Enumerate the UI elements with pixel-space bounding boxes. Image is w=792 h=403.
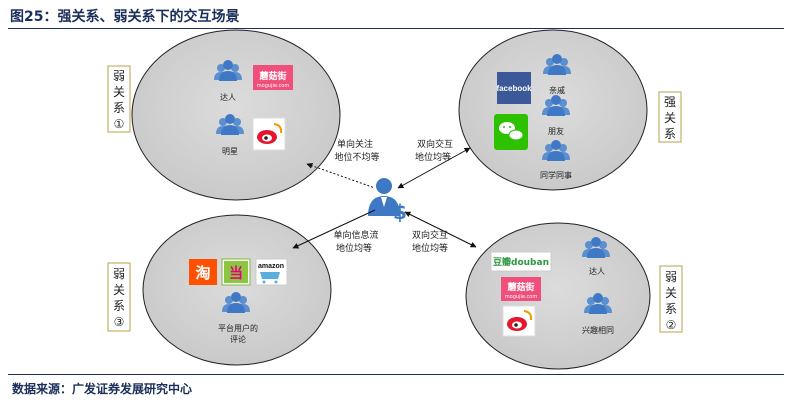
weak3-label-char: 弱 <box>113 267 125 281</box>
arrow-weak3 <box>292 209 376 249</box>
weak2-caption-daren: 达人 <box>589 266 605 276</box>
svg-text:amazon: amazon <box>258 263 284 270</box>
link-weak1-line2: 地位不均等 <box>334 151 379 163</box>
strong-label-char: 强 <box>664 95 676 109</box>
strong-caption-relatives: 亲戚 <box>549 85 565 95</box>
dangdang-logo: 当 <box>221 258 251 286</box>
link-weak3-line2: 地位均等 <box>336 242 372 254</box>
weak2-caption-interest: 兴趣相同 <box>582 325 614 335</box>
link-weak3-line1: 单向信息流 <box>333 229 378 241</box>
amazon-logo: amazon <box>255 258 288 286</box>
weak2-ellipse <box>465 222 651 370</box>
weak1-label-char: 关 <box>113 85 125 99</box>
weak3-caption-line2: 评论 <box>230 334 246 344</box>
figure-title: 图25：强关系、弱关系下的交互场景 <box>10 9 240 25</box>
weak2-label-box <box>659 265 683 333</box>
wechat-logo <box>494 114 528 150</box>
weibo-logo <box>252 117 286 151</box>
svg-text:mogujie.com: mogujie.com <box>505 294 538 300</box>
facebook-logo: facebook <box>496 72 532 104</box>
weak1-label-char: ① <box>114 117 125 131</box>
top-rule <box>8 28 784 29</box>
weak2-label-char: 弱 <box>665 270 677 284</box>
strong-caption-classmates: 同学同事 <box>540 170 572 180</box>
strong-label-box <box>658 91 682 143</box>
weak1-label-char: 弱 <box>113 69 125 83</box>
link-strong-line2: 地位均等 <box>415 151 451 163</box>
weak1-caption-daren: 达人 <box>220 92 236 102</box>
link-weak2-line1: 双向交互 <box>412 229 448 241</box>
svg-text:蘑菇街: 蘑菇街 <box>507 281 534 293</box>
taobao-logo: 淘 <box>189 259 217 285</box>
weak2-label-char: 关 <box>665 286 677 300</box>
mogujie-logo: 蘑菇街 mogujie.com <box>501 277 541 301</box>
weak1-caption-star: 明星 <box>222 147 238 156</box>
svg-text:蘑菇街: 蘑菇街 <box>259 70 286 82</box>
weak3-label-box <box>107 262 131 332</box>
strong-label-char: 关 <box>664 111 676 125</box>
weibo-logo <box>502 305 536 337</box>
arrow-weak2 <box>404 211 477 248</box>
figure-source: 数据来源：广发证券发展研究中心 <box>12 382 193 396</box>
weak3-ellipse <box>142 214 332 366</box>
svg-text:豆瓣douban: 豆瓣douban <box>493 256 549 268</box>
weak3-caption-line1: 平台用户的 <box>218 323 258 333</box>
svg-text:淘: 淘 <box>194 264 210 282</box>
weak1-label-char: 系 <box>113 101 125 115</box>
strong-caption-friends: 朋友 <box>548 126 564 136</box>
svg-text:facebook: facebook <box>496 84 532 93</box>
link-weak2-line2: 地位均等 <box>412 242 448 254</box>
weak3-label-char: ③ <box>114 315 125 329</box>
arrow-strong <box>397 147 471 189</box>
weak3-label-char: 系 <box>113 299 125 313</box>
weak2-label-char: ② <box>666 318 677 332</box>
svg-text:$: $ <box>393 200 407 224</box>
bottom-rule <box>8 374 784 375</box>
weak1-label-box <box>107 65 131 133</box>
strong-label-char: 系 <box>664 127 676 141</box>
arrow-weak1 <box>306 162 376 189</box>
mogujie-logo: 蘑菇街 mogujie.com <box>253 65 293 90</box>
weak3-label-char: 关 <box>113 283 125 297</box>
weak2-label-char: 系 <box>665 302 677 316</box>
user-dollar-icon: $ <box>368 178 407 224</box>
douban-logo: 豆瓣douban <box>490 251 552 272</box>
svg-text:mogujie.com: mogujie.com <box>257 83 290 89</box>
weak1-ellipse <box>131 29 341 201</box>
link-strong-line1: 双向交互 <box>417 138 453 150</box>
link-weak1-line1: 单向关注 <box>337 138 373 150</box>
svg-text:当: 当 <box>229 265 243 282</box>
